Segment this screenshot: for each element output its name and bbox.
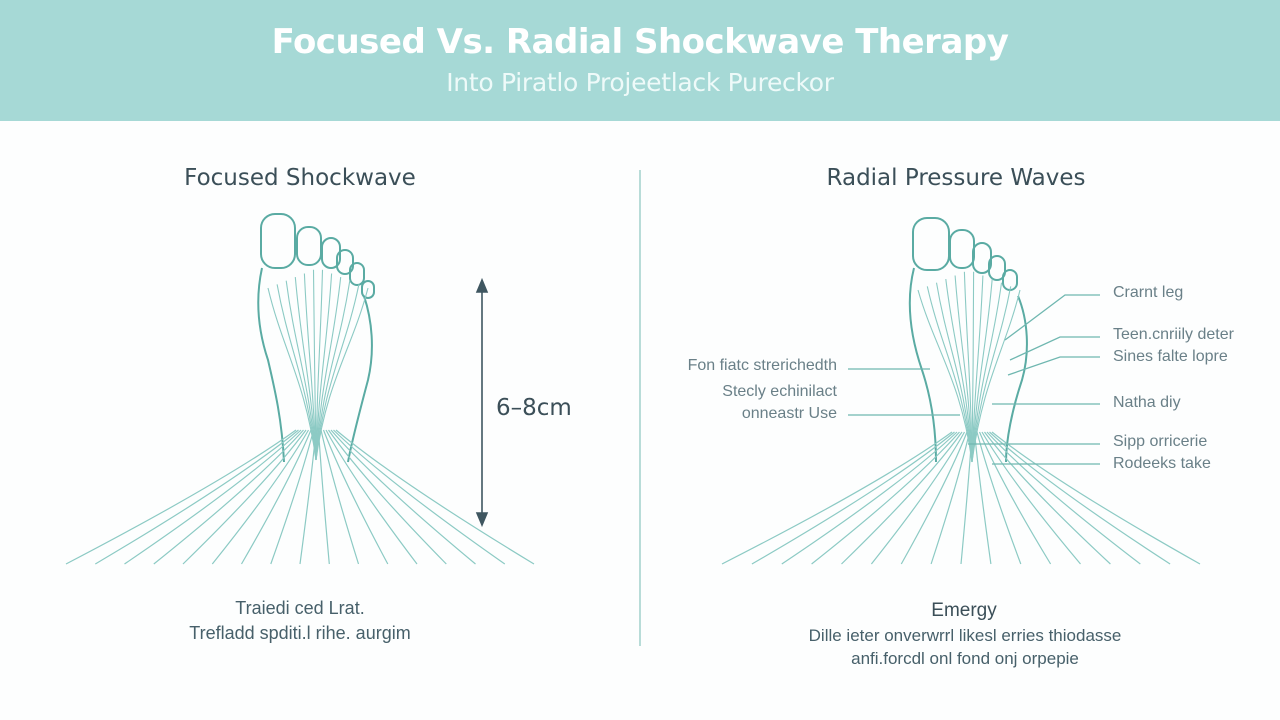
callout-label-right-5: Sipp orricerie xyxy=(1113,433,1208,450)
wave-ray xyxy=(299,429,317,565)
wave-ray xyxy=(930,431,971,565)
right-foot-outline xyxy=(908,267,1028,463)
wave-ray xyxy=(182,429,307,565)
wave-ray xyxy=(333,429,506,565)
wave-ray xyxy=(322,429,389,565)
left-wave-rays xyxy=(65,429,535,565)
fiber-line xyxy=(315,287,369,461)
callout-label-right-1: Crarnt leg xyxy=(1113,284,1184,301)
fiber-line xyxy=(917,289,973,463)
fiber-line xyxy=(315,277,342,461)
wave-ray xyxy=(270,429,315,565)
wave-ray xyxy=(989,431,1171,565)
left-foot-outline xyxy=(257,267,373,463)
right-caption-title: Emergy xyxy=(931,600,997,621)
wave-ray xyxy=(751,431,955,565)
depth-measurement-label: 6–8cm xyxy=(496,395,572,421)
page-title: Focused Vs. Radial Shockwave Therapy xyxy=(271,22,1009,62)
wave-ray xyxy=(986,431,1141,565)
fiber-line xyxy=(267,287,317,461)
left-toe-5 xyxy=(349,262,365,286)
callout-line-r3 xyxy=(1007,356,1100,376)
wave-ray xyxy=(976,431,1022,565)
right-toe-4 xyxy=(988,255,1006,281)
left-toe-1 xyxy=(260,213,296,269)
fiber-line xyxy=(971,279,993,463)
callout-label-right-4: Natha diy xyxy=(1113,394,1181,411)
right-caption-line1: Dille ieter onverwrrl likesl erries thio… xyxy=(808,626,1122,645)
callout-label-left-3: onneastr Use xyxy=(741,405,837,422)
right-foot-illustration xyxy=(908,217,1028,463)
wave-ray xyxy=(870,431,966,565)
wave-ray xyxy=(330,429,476,565)
left-caption-line2: Trefladd spditi.l rihe. aurgim xyxy=(189,623,411,643)
right-caption-line2: anfi.forcdl onl fond onj orpepie xyxy=(851,649,1079,668)
callout-label-right-6: Rodeeks take xyxy=(1113,455,1211,472)
wave-ray xyxy=(841,431,963,565)
wave-ray xyxy=(325,429,418,565)
wave-ray xyxy=(811,431,960,565)
left-foot-illustration xyxy=(257,213,375,463)
wave-ray xyxy=(153,429,304,565)
wave-ray xyxy=(211,429,310,565)
panel-divider xyxy=(639,170,641,646)
left-toe-2 xyxy=(296,226,322,266)
callout-lines xyxy=(848,294,1100,465)
fiber-line xyxy=(971,289,1021,463)
wave-ray xyxy=(320,429,360,565)
fiber-line xyxy=(945,279,973,463)
fiber-line xyxy=(954,275,973,463)
left-panel-heading: Focused Shockwave xyxy=(184,165,416,191)
wave-ray xyxy=(978,431,1052,565)
fiber-line xyxy=(315,284,360,461)
wave-ray xyxy=(984,431,1111,565)
wave-ray xyxy=(328,429,447,565)
callout-label-left-1: Fon fiatc strerichedth xyxy=(687,357,837,374)
callout-label-left-2: Stecly echinilact xyxy=(722,383,837,400)
measurement-arrow xyxy=(475,277,489,528)
wave-ray xyxy=(240,429,312,565)
left-toe-6 xyxy=(361,280,375,299)
left-toe-4 xyxy=(336,249,354,275)
callout-line-r1 xyxy=(1004,294,1100,341)
wave-ray xyxy=(960,431,973,565)
callout-label-right-3: Sines falte lopre xyxy=(1113,348,1228,365)
wave-ray xyxy=(781,431,958,565)
wave-ray xyxy=(65,429,297,565)
callout-line-r2 xyxy=(1009,336,1100,361)
right-toe-5 xyxy=(1002,269,1018,291)
wave-ray xyxy=(94,429,299,565)
right-toe-1 xyxy=(912,217,950,271)
left-foot-fibers xyxy=(267,269,369,461)
wave-ray xyxy=(900,431,968,565)
fiber-line xyxy=(285,280,317,461)
wave-ray xyxy=(335,429,535,565)
left-caption-line1: Traiedi ced Lrat. xyxy=(235,598,365,618)
fiber-line xyxy=(294,277,317,461)
callout-label-right-2: Teen.cnriily deter xyxy=(1113,326,1234,343)
fiber-line xyxy=(971,275,984,463)
fiber-line xyxy=(315,269,324,461)
fiber-line xyxy=(303,273,317,461)
fiber-line xyxy=(971,286,1012,463)
fiber-line xyxy=(315,273,333,461)
wave-ray xyxy=(991,431,1201,565)
wave-ray xyxy=(317,429,330,565)
wave-ray xyxy=(124,429,302,565)
right-toe-2 xyxy=(949,229,975,269)
right-panel-heading: Radial Pressure Waves xyxy=(826,165,1086,191)
header-banner: Focused Vs. Radial Shockwave Therapy Int… xyxy=(0,0,1280,121)
right-wave-rays xyxy=(721,431,1201,565)
page-subtitle: Into Piratlo Projeetlack Pureckor xyxy=(446,68,834,97)
wave-ray xyxy=(721,431,953,565)
